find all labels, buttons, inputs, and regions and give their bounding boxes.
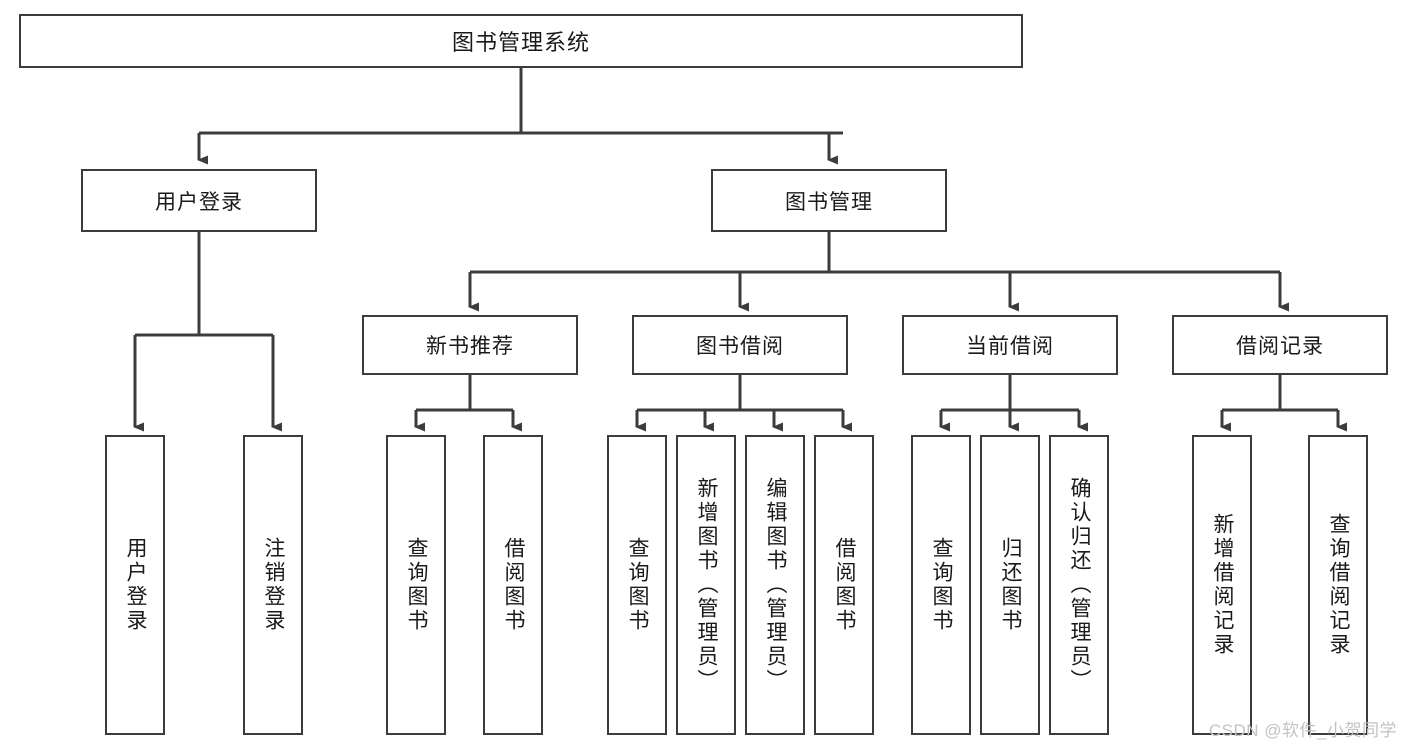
leaf-current-borrow-return-book[interactable]: 归还图书 bbox=[980, 435, 1040, 735]
node-book-borrow[interactable]: 图书借阅 bbox=[632, 315, 848, 375]
leaf-book-borrow-query-book[interactable]: 查询图书 bbox=[607, 435, 667, 735]
leaf-borrow-record-add-record[interactable]: 新增借阅记录 bbox=[1192, 435, 1252, 735]
leaf-current-borrow-confirm-return-admin[interactable]: 确认归还（管理员） bbox=[1049, 435, 1109, 735]
csdn-watermark: CSDN @软件_小贺同学 bbox=[1208, 721, 1397, 740]
leaf-user-login-signin[interactable]: 用户登录 bbox=[105, 435, 165, 735]
leaf-borrow-record-query-record[interactable]: 查询借阅记录 bbox=[1308, 435, 1368, 735]
leaf-user-login-signout[interactable]: 注销登录 bbox=[243, 435, 303, 735]
leaf-book-borrow-borrow-book[interactable]: 借阅图书 bbox=[814, 435, 874, 735]
node-book-management[interactable]: 图书管理 bbox=[711, 169, 947, 232]
node-new-book-recommend[interactable]: 新书推荐 bbox=[362, 315, 578, 375]
leaf-new-book-query-book[interactable]: 查询图书 bbox=[386, 435, 446, 735]
leaf-current-borrow-query-book[interactable]: 查询图书 bbox=[911, 435, 971, 735]
leaf-book-borrow-edit-book-admin[interactable]: 编辑图书（管理员） bbox=[745, 435, 805, 735]
node-current-borrow[interactable]: 当前借阅 bbox=[902, 315, 1118, 375]
leaf-book-borrow-add-book-admin[interactable]: 新增图书（管理员） bbox=[676, 435, 736, 735]
leaf-new-book-borrow-book[interactable]: 借阅图书 bbox=[483, 435, 543, 735]
node-root-book-management-system[interactable]: 图书管理系统 bbox=[19, 14, 1023, 68]
node-borrow-record[interactable]: 借阅记录 bbox=[1172, 315, 1388, 375]
node-user-login[interactable]: 用户登录 bbox=[81, 169, 317, 232]
